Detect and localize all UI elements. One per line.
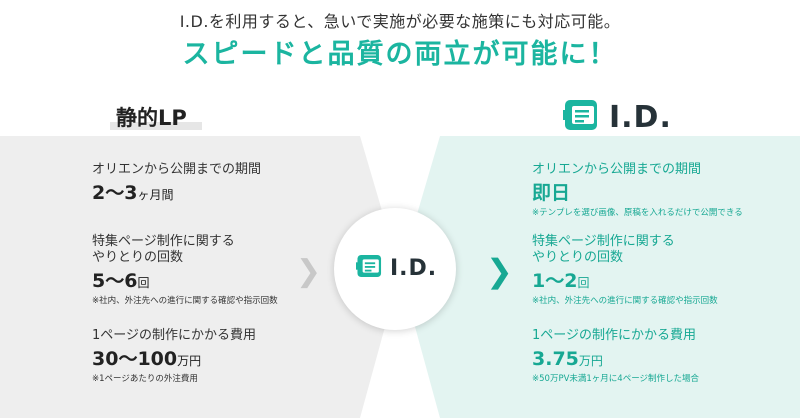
document-icon xyxy=(356,253,384,283)
right-item-cost: 1ページの制作にかかる費用 3.75万円 ※50万PV未満1ヶ月に4ページ制作し… xyxy=(532,328,699,385)
center-id-logo: I.D. xyxy=(356,253,437,283)
left-item-period: オリエンから公開までの期間 2～3ヶ月間 xyxy=(92,162,261,207)
right-exchanges-label: 特集ページ制作に関する xyxy=(532,234,675,249)
center-circle xyxy=(334,208,456,330)
right-period-label: オリエンから公開までの期間 xyxy=(532,162,702,177)
right-exchanges-value: 1～2回 xyxy=(532,270,590,292)
right-cost-value: 3.75万円 xyxy=(532,348,603,370)
left-item-cost: 1ページの制作にかかる費用 30～100万円 ※1ページあたりの外注費用 xyxy=(92,328,256,385)
chevron-right-gray-icon: ❯ xyxy=(296,254,322,289)
right-period-value: 即日 xyxy=(532,182,571,204)
right-cost-note: ※50万PV未満1ヶ月に4ページ制作した場合 xyxy=(532,374,700,384)
center-logo-text: I.D. xyxy=(390,255,438,281)
right-exchanges-label2: やりとりの回数 xyxy=(532,250,624,265)
left-cost-value: 30～100万円 xyxy=(92,348,202,370)
right-period-note: ※テンプレを選び画像、原稿を入れるだけで公開できる xyxy=(532,208,743,218)
lead-text: I.D.を利用すると、急いで実施が必要な施策にも対応可能。 xyxy=(179,12,621,31)
right-exchanges-note: ※社内、外注先への進行に関する確認や指示回数 xyxy=(532,296,718,306)
left-item-exchanges: 特集ページ制作に関する やりとりの回数 5～6回 ※社内、外注先への進行に関する… xyxy=(92,234,278,307)
right-cost-label: 1ページの制作にかかる費用 xyxy=(532,328,697,343)
left-panel-bg xyxy=(0,136,400,418)
static-lp-title: 静的LP xyxy=(116,106,187,130)
left-period-value: 2～3ヶ月間 xyxy=(92,182,174,204)
headline: スピードと品質の両立が可能に！ xyxy=(182,39,618,70)
title-underline xyxy=(110,122,202,130)
id-logo: I.D. xyxy=(563,98,672,136)
left-exchanges-label: 特集ページ制作に関する xyxy=(92,234,235,249)
chevron-right-teal-icon: ❯ xyxy=(486,252,513,290)
right-item-period: オリエンから公開までの期間 即日 ※テンプレを選び画像、原稿を入れるだけで公開で… xyxy=(532,162,743,219)
right-item-exchanges: 特集ページ制作に関する やりとりの回数 1～2回 ※社内、外注先への進行に関する… xyxy=(532,234,718,307)
left-period-label: オリエンから公開までの期間 xyxy=(92,162,262,177)
left-cost-note: ※1ページあたりの外注費用 xyxy=(92,374,198,384)
document-icon xyxy=(563,98,601,136)
id-logo-text: I.D. xyxy=(609,99,672,135)
left-cost-label: 1ページの制作にかかる費用 xyxy=(92,328,257,343)
right-panel-bg xyxy=(400,136,800,418)
left-exchanges-label2: やりとりの回数 xyxy=(92,250,184,265)
left-exchanges-value: 5～6回 xyxy=(92,270,150,292)
left-exchanges-note: ※社内、外注先への進行に関する確認や指示回数 xyxy=(92,296,278,306)
